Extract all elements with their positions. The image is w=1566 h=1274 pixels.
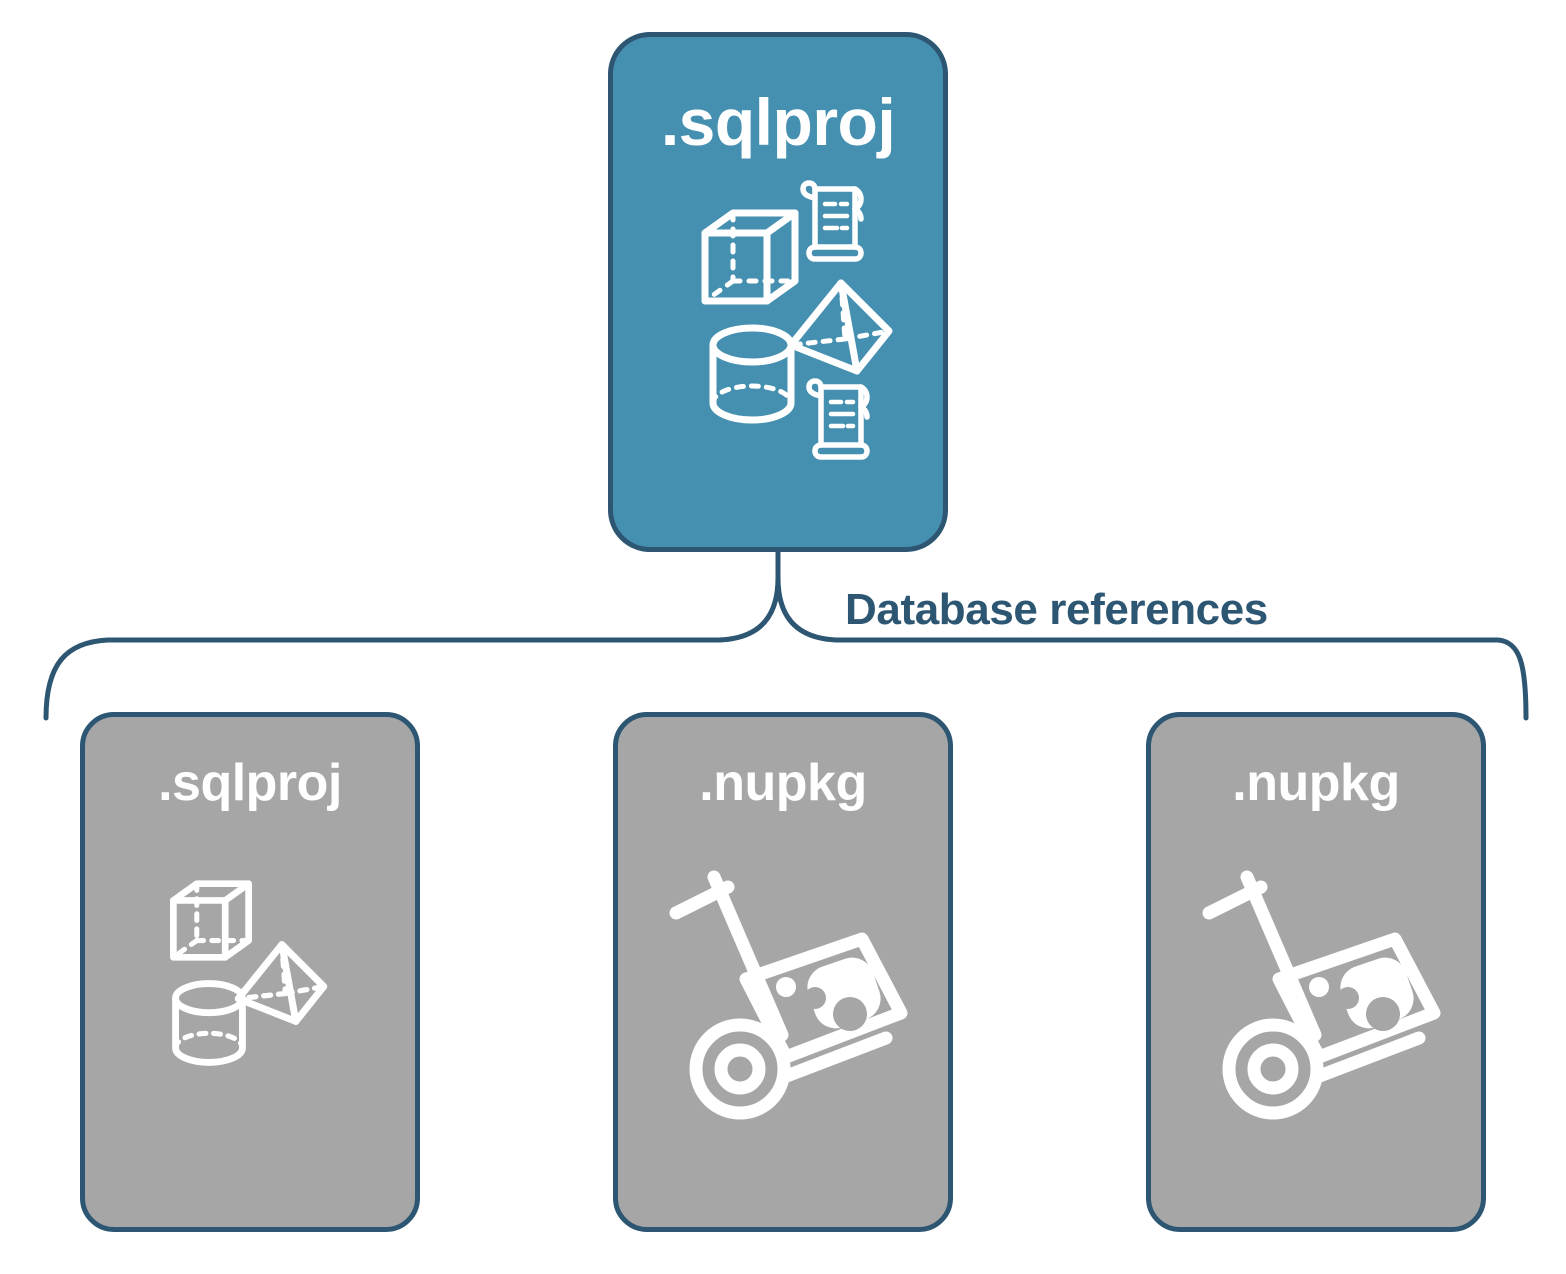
root-sqlproj-label: .sqlproj bbox=[660, 85, 896, 159]
cube-icon bbox=[170, 880, 252, 961]
pyramid-icon bbox=[234, 941, 328, 1025]
child-nupkg-card-2[interactable]: .nupkg bbox=[1146, 712, 1486, 1232]
cylinder-icon bbox=[172, 980, 246, 1066]
child-nupkg-card-1[interactable]: .nupkg bbox=[613, 712, 953, 1232]
cube-icon bbox=[701, 209, 799, 305]
child-nupkg-label-2: .nupkg bbox=[1232, 754, 1400, 812]
pyramid-icon bbox=[787, 279, 893, 375]
hand-truck-package-icon bbox=[1202, 870, 1441, 1120]
scroll-icon bbox=[806, 378, 870, 460]
cylinder-icon bbox=[709, 324, 795, 424]
database-references-brace bbox=[43, 549, 1529, 721]
child-nupkg-label-1: .nupkg bbox=[699, 754, 867, 812]
connector-label: Database references bbox=[845, 585, 1268, 634]
child-sqlproj-label: .sqlproj bbox=[158, 754, 342, 812]
child-sqlproj-card[interactable]: .sqlproj bbox=[80, 712, 420, 1232]
scroll-icon bbox=[800, 180, 864, 262]
root-sqlproj-card[interactable]: .sqlproj bbox=[608, 32, 948, 552]
hand-truck-package-icon bbox=[669, 870, 908, 1120]
